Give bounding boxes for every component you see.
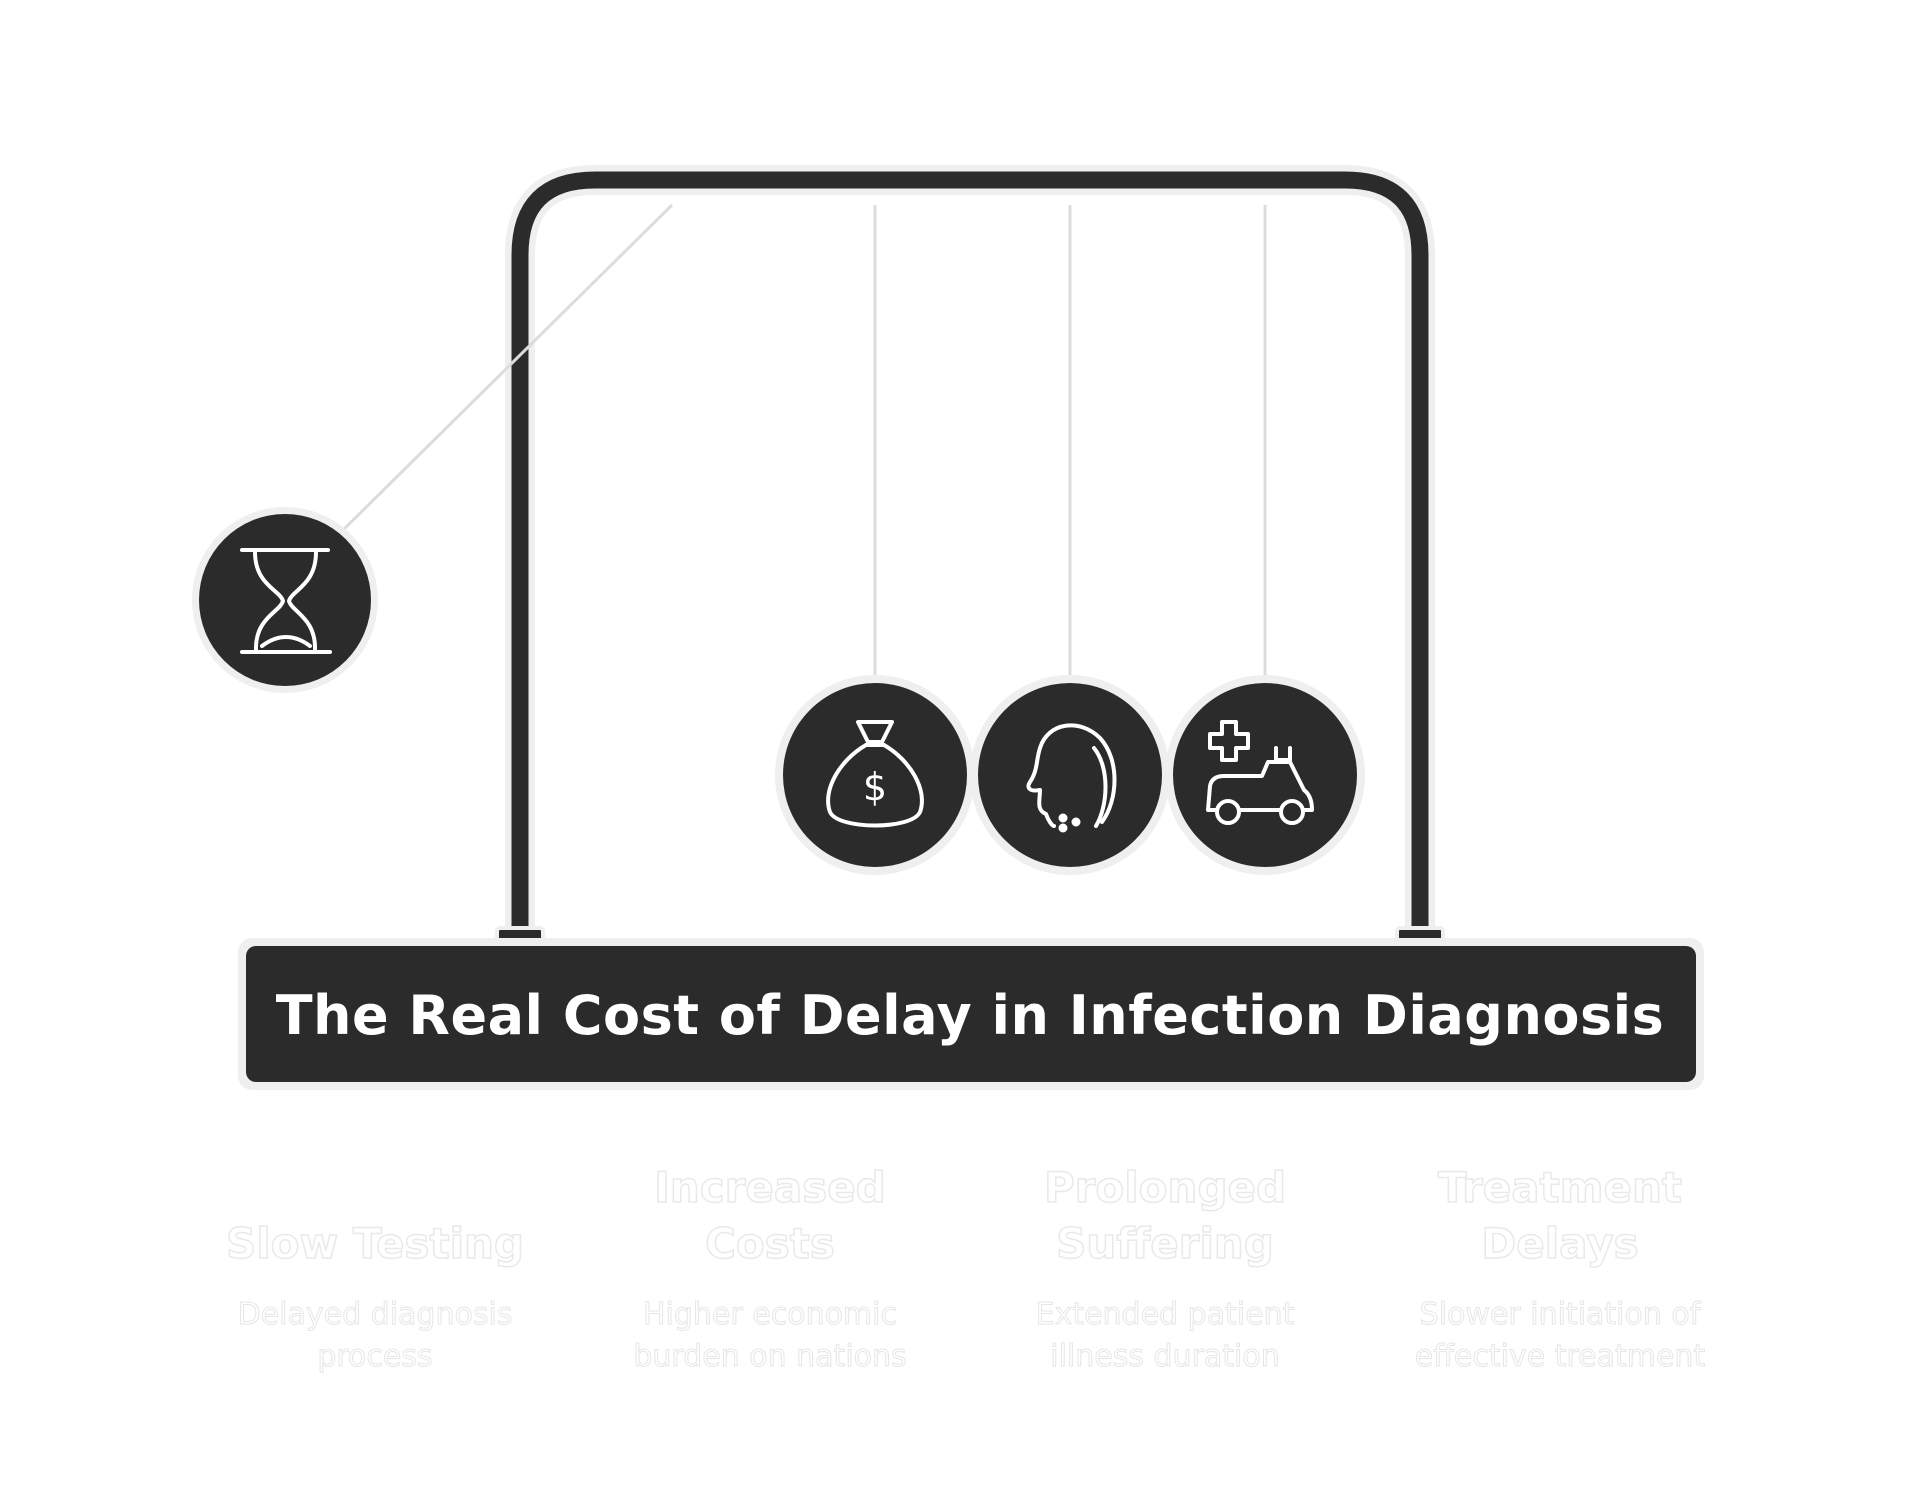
head-profile-icon bbox=[1026, 723, 1117, 833]
ball-slow-testing bbox=[192, 507, 378, 693]
caption-title: Prolonged Suffering bbox=[1043, 1162, 1287, 1269]
svg-text:$: $ bbox=[863, 765, 887, 809]
hourglass-icon bbox=[240, 548, 332, 654]
string-raised bbox=[336, 203, 674, 537]
cradle-frame bbox=[511, 171, 1429, 944]
ball-prolonged-suffering bbox=[970, 675, 1170, 875]
caption-title: Treatment Delays bbox=[1437, 1162, 1682, 1269]
caption-desc: Delayed diagnosis process bbox=[237, 1297, 513, 1375]
caption-desc: Slower initiation of effective treatment bbox=[1414, 1297, 1706, 1375]
diagram-title: The Real Cost of Delay in Infection Diag… bbox=[275, 983, 1665, 1047]
caption-title: Slow Testing bbox=[225, 1218, 524, 1269]
ambulance-icon bbox=[1206, 720, 1314, 825]
ball-increased-costs: $ bbox=[775, 675, 975, 875]
caption-prolonged-suffering: Prolonged Suffering Extended patient ill… bbox=[985, 1160, 1345, 1410]
caption-increased-costs: Increased Costs Higher economic burden o… bbox=[590, 1160, 950, 1410]
caption-title: Increased Costs bbox=[653, 1162, 886, 1269]
caption-desc: Higher economic burden on nations bbox=[633, 1297, 907, 1375]
money-bag-icon: $ bbox=[826, 720, 924, 828]
ball-treatment-delays bbox=[1165, 675, 1365, 875]
caption-treatment-delays: Treatment Delays Slower initiation of ef… bbox=[1380, 1160, 1740, 1410]
caption-desc: Extended patient illness duration bbox=[1035, 1297, 1295, 1375]
cradle-base bbox=[246, 946, 1696, 1082]
caption-slow-testing: Slow Testing Delayed diagnosis process bbox=[195, 1160, 555, 1410]
